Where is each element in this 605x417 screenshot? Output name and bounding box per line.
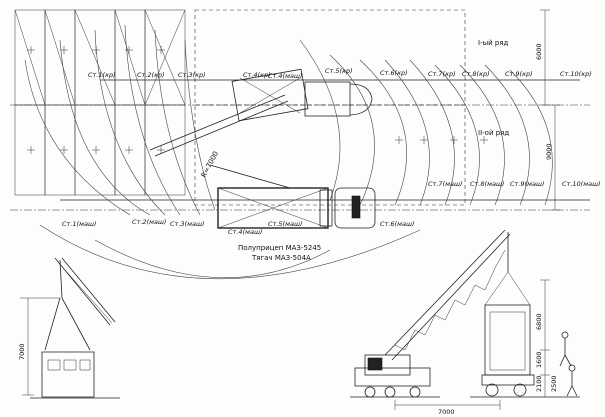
svg-text:Ст.7(кр): Ст.7(кр) <box>428 70 456 78</box>
station-labels-upper: Ст.1(кр) Ст.2(кр) Ст.3(кр) Ст.4(кр) Ст.4… <box>88 67 592 80</box>
svg-text:Ст.8(кр): Ст.8(кр) <box>462 70 490 78</box>
dimension-2100: 2100 <box>535 375 543 392</box>
axis-lines <box>10 79 590 211</box>
svg-text:Ст.10(кр): Ст.10(кр) <box>560 70 592 78</box>
svg-text:Ст.3(маш): Ст.3(маш) <box>170 220 204 228</box>
svg-text:Ст.9(кр): Ст.9(кр) <box>505 70 533 78</box>
svg-text:Ст.4(маш): Ст.4(маш) <box>228 228 262 236</box>
container-grid <box>14 9 466 206</box>
trailer-plan <box>209 164 376 229</box>
dimension-7000-base: 7000 <box>438 408 455 416</box>
svg-text:Ст.2(маш): Ст.2(маш) <box>132 218 166 226</box>
svg-text:Ст.1(кр): Ст.1(кр) <box>88 71 116 79</box>
svg-text:Ст.10(маш): Ст.10(маш) <box>562 180 601 188</box>
svg-text:Ст.4(маш): Ст.4(маш) <box>268 72 302 80</box>
station-labels-lower: Ст.1(маш) Ст.2(маш) Ст.3(маш) Ст.4(маш) … <box>62 180 601 236</box>
svg-text:Ст.8(маш): Ст.8(маш) <box>470 180 504 188</box>
dimension-1600: 1600 <box>535 351 543 368</box>
svg-text:Ст.2(кр): Ст.2(кр) <box>137 71 165 79</box>
svg-text:Ст.5(маш): Ст.5(маш) <box>268 220 302 228</box>
dimension-7000-elev: 7000 <box>18 343 26 360</box>
right-elevation <box>350 229 580 410</box>
crane-plan-upper <box>149 68 373 157</box>
svg-text:Ст.3(кр): Ст.3(кр) <box>178 71 206 79</box>
svg-text:Ст.1(маш): Ст.1(маш) <box>62 220 96 228</box>
row-two-label: II-ой ряд <box>478 129 509 137</box>
dimension-2500: 2500 <box>550 375 558 392</box>
svg-text:Ст.7(маш): Ст.7(маш) <box>428 180 462 188</box>
tractor-caption: Тягач МАЗ-504А <box>251 254 311 262</box>
trailer-caption: Полуприцеп МАЗ-5245 <box>238 244 321 252</box>
dimension-9000: 9000 <box>545 143 553 160</box>
dimension-6800: 6800 <box>535 313 543 330</box>
dimension-6000: 6000 <box>535 43 543 60</box>
cross-marks <box>27 46 488 154</box>
row-one-label: I-ый ряд <box>478 39 509 47</box>
swing-arcs <box>24 24 553 280</box>
svg-text:Ст.4(кр): Ст.4(кр) <box>243 71 271 79</box>
left-elevation <box>20 257 120 399</box>
svg-text:Ст.6(маш): Ст.6(маш) <box>380 220 414 228</box>
dimension-right <box>540 9 560 211</box>
svg-text:Ст.9(маш): Ст.9(маш) <box>510 180 544 188</box>
svg-text:Ст.5(кр): Ст.5(кр) <box>325 67 353 75</box>
radius-label: R=7000 <box>200 150 220 179</box>
svg-text:Ст.6(кр): Ст.6(кр) <box>380 69 408 77</box>
